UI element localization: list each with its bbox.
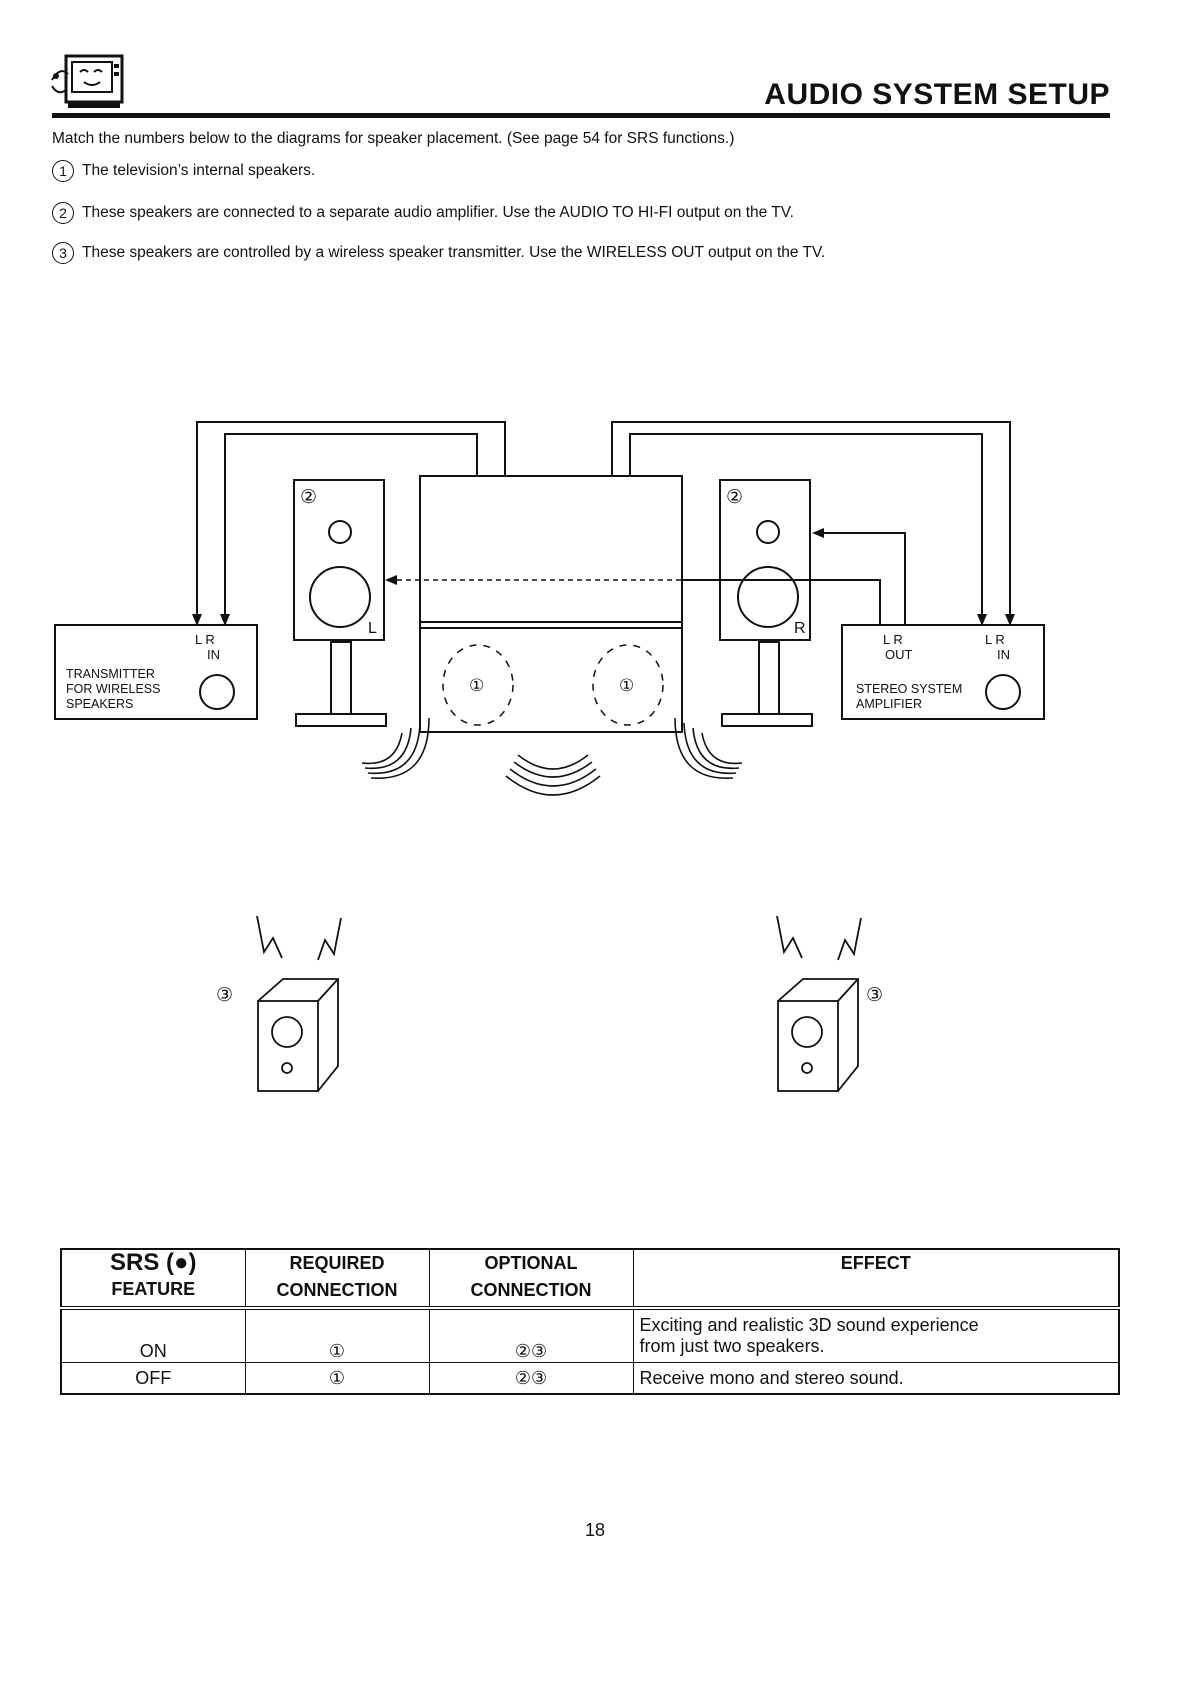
table-header-row: SRS (●) FEATURE REQUIRED CONNECTION OPTI… [60, 1249, 1120, 1310]
marker-1-left: ① [469, 676, 484, 695]
intro-text: Match the numbers below to the diagrams … [52, 130, 735, 147]
transmitter-box [54, 624, 258, 720]
header-effect: EFFECT [632, 1249, 1120, 1310]
cell-required: ① [244, 1362, 430, 1394]
signal-icon [256, 915, 283, 959]
number-marker: 1 [52, 160, 74, 182]
marker-2-right: ② [726, 487, 743, 508]
cell-feature: ON [60, 1308, 246, 1363]
list-item-text: The television’s internal speakers. [82, 162, 316, 179]
speaker-left-label: L [368, 620, 377, 637]
transmitter-knob-icon [199, 674, 235, 710]
amp-in-label: IN [997, 647, 1010, 662]
tv-body [419, 475, 683, 733]
table-row: ON ① ②③ Exciting and realistic 3D sound … [60, 1308, 1120, 1363]
marker-2-left: ② [300, 487, 317, 508]
transmitter-lr-label: L R [195, 632, 215, 647]
tv-mascot-icon [51, 54, 124, 108]
amp-out-label: OUT [885, 647, 913, 662]
wireless-speaker-right [777, 1000, 839, 1092]
list-item-text: These speakers are connected to a separa… [82, 204, 794, 221]
cell-required: ① [244, 1308, 430, 1363]
transmitter-label-1: TRANSMITTER [66, 667, 155, 681]
page-number: 18 [584, 1520, 606, 1540]
wire-amplifier-inner [629, 433, 983, 625]
header-optional: OPTIONAL CONNECTION [428, 1249, 634, 1310]
woofer-icon [737, 566, 799, 628]
transmitter-in-label: IN [207, 647, 220, 662]
speaker-left-box [293, 479, 385, 641]
srs-feature-table: SRS (●) FEATURE REQUIRED CONNECTION OPTI… [60, 1248, 1120, 1395]
header-required-line-2: CONNECTION [276, 1280, 398, 1300]
cell-optional: ②③ [428, 1308, 634, 1363]
cell-effect: Receive mono and stereo sound. [632, 1362, 1120, 1394]
woofer-icon [309, 566, 371, 628]
list-item: 3 These speakers are controlled by a wir… [52, 242, 825, 264]
effect-line-2: from just two speakers. [639, 1336, 825, 1356]
marker-3-left: ③ [216, 985, 233, 1006]
tweeter-icon [756, 520, 780, 544]
amplifier-knob-icon [985, 674, 1021, 710]
wire-amplifier-outer [611, 421, 1011, 625]
wire-transmitter-outer [196, 421, 506, 625]
header-optional-line-2: CONNECTION [470, 1280, 592, 1300]
speaker-right-label: R [794, 620, 806, 637]
amplifier-box [841, 624, 1045, 720]
cell-optional: ②③ [428, 1362, 634, 1394]
amp-out-lr-label: L R [883, 632, 903, 647]
marker-1-right: ① [619, 676, 634, 695]
cell-effect: Exciting and realistic 3D sound experien… [632, 1308, 1120, 1363]
amp-in-lr-label: L R [985, 632, 1005, 647]
cell-feature: OFF [60, 1362, 246, 1394]
speaker-right-box [719, 479, 811, 641]
header-feature-label: FEATURE [111, 1279, 196, 1299]
header-required-line-1: REQUIRED [289, 1253, 385, 1273]
number-marker: 3 [52, 242, 74, 264]
table-row: OFF ① ②③ Receive mono and stereo sound. [60, 1362, 1120, 1394]
list-item-text: These speakers are controlled by a wirel… [82, 244, 826, 261]
number-marker: 2 [52, 202, 74, 224]
sound-waves-icon [361, 717, 743, 796]
transmitter-label-2: FOR WIRELESS [66, 682, 160, 696]
wireless-speaker-left [257, 1000, 319, 1092]
list-item: 1 The television’s internal speakers. [52, 160, 315, 182]
wire-transmitter-inner [224, 433, 478, 625]
srs-logo: SRS (●) [110, 1249, 197, 1276]
amp-label-1: STEREO SYSTEM [856, 682, 962, 696]
effect-line-1: Exciting and realistic 3D sound experien… [639, 1315, 979, 1335]
transmitter-label-3: SPEAKERS [66, 697, 133, 711]
tweeter-icon [328, 520, 352, 544]
page-title: AUDIO SYSTEM SETUP [764, 78, 1110, 111]
header-required: REQUIRED CONNECTION [244, 1249, 430, 1310]
speaker-placement-diagram: L R IN TRANSMITTER FOR WIRELESS SPEAKERS… [54, 421, 1045, 1092]
title-rule [52, 113, 1110, 118]
marker-3-right: ③ [866, 985, 883, 1006]
header-optional-line-1: OPTIONAL [484, 1253, 578, 1273]
amp-label-2: AMPLIFIER [856, 697, 922, 711]
header-feature: SRS (●) FEATURE [60, 1249, 246, 1310]
list-item: 2 These speakers are connected to a sepa… [52, 202, 794, 224]
